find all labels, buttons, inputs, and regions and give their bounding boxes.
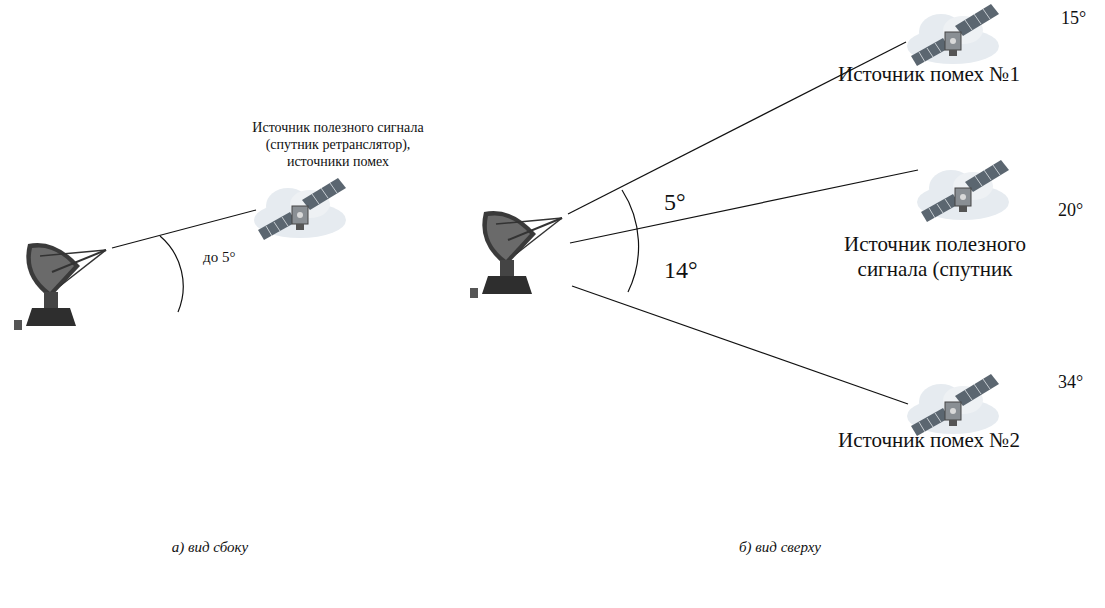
satellite-label: Источник помех №2 [834, 428, 1024, 453]
satellite-label: Источник помех №1 [834, 62, 1024, 87]
satellite-label: Источник полезного сигнала (спутник [820, 232, 1050, 282]
angle-label: 5° [664, 188, 704, 217]
angle-label: 34° [1058, 372, 1098, 394]
angle-label: 14° [664, 256, 714, 285]
angle-label: до 5° [203, 248, 263, 266]
view-caption: б) вид сверху [700, 538, 860, 556]
view-caption: а) вид сбоку [140, 538, 280, 556]
angle-label: 20° [1058, 200, 1098, 222]
angle-label: 15° [1061, 8, 1101, 30]
source-note: Источник полезного сигнала (спутник ретр… [240, 120, 436, 170]
